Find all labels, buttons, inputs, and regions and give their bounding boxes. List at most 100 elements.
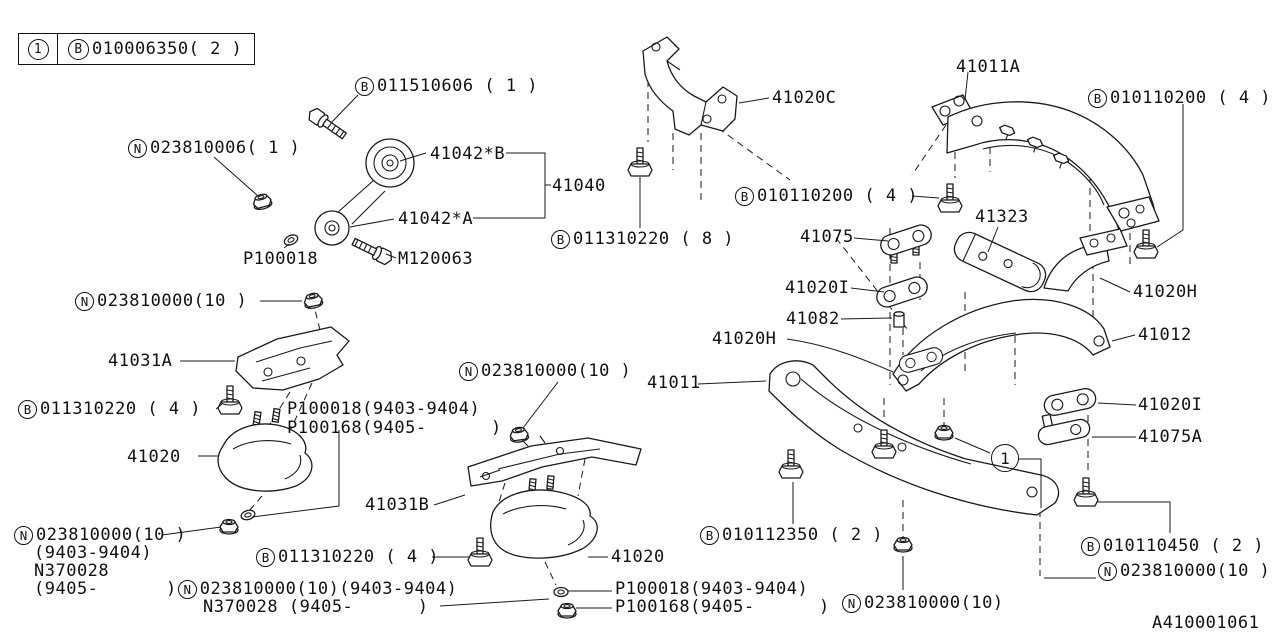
part-label-24: P100018(9403-9404) (287, 400, 480, 419)
part-number-text: 41040 (552, 176, 606, 196)
part-label-17: 41020H (1133, 283, 1197, 302)
part-number-text: N370028 (9405- ) (203, 597, 429, 617)
drawing-41011 (768, 360, 1060, 553)
part-number-text: (9405- (34, 579, 99, 599)
part-label-20: 41031A (108, 352, 172, 371)
part-number-text: P100168(9405- ) (287, 418, 502, 438)
part-label-40: P100018(9403-9404) (615, 580, 808, 599)
part-number-text: P100168(9405- ) (615, 597, 830, 617)
nut-symbol-icon: N (128, 139, 147, 158)
part-label-28: 41075A (1138, 428, 1202, 447)
part-number-text: 41031A (108, 351, 173, 371)
part-label-27: 41020I (1138, 396, 1202, 415)
part-label-6: M120063 (398, 250, 473, 269)
part-label-9: 41011A (956, 58, 1020, 77)
nut-symbol-icon: N (177, 580, 197, 599)
bolt-symbol-icon: B (18, 400, 37, 419)
part-number-text: 41020H (1133, 282, 1198, 302)
part-label-14: 41020I (785, 279, 849, 298)
part-label-18: 41012 (1138, 326, 1192, 345)
part-label-22: 41011 (647, 374, 701, 393)
part-number-text: 41020I (785, 278, 850, 298)
part-number-text: 010110200 ( 4 ) (757, 186, 919, 206)
part-number-text: 023810000(10) (864, 593, 1004, 613)
bolt-symbol-icon: B (1081, 537, 1100, 556)
part-label-3: 41040 (552, 177, 606, 196)
part-label-16: 41020H (712, 330, 776, 349)
part-label-7: 41020C (772, 89, 836, 108)
part-number-text: M120063 (398, 249, 474, 269)
part-number-text: 41020 (127, 447, 181, 467)
part-number-text: 41012 (1138, 325, 1192, 345)
part-number-text: 011310220 ( 4 ) (278, 547, 440, 567)
diagram-id: A410001061 (1152, 613, 1260, 633)
part-number-text: 41042*A (398, 209, 474, 229)
part-number-text: 41020C (772, 88, 837, 108)
part-number-text: 41031B (365, 495, 430, 515)
part-number-text: 023810000(10 ) (36, 525, 187, 545)
nut-symbol-icon: N (459, 362, 478, 381)
label-paren: ) (166, 579, 177, 599)
drawing-41323 (953, 231, 1047, 293)
bolt-symbol-icon: B (1088, 89, 1107, 108)
part-number-text: 41075A (1138, 427, 1203, 447)
part-number-text: 41011 (647, 373, 701, 393)
drawing-41075-stack (873, 221, 935, 328)
part-label-41: P100168(9405- ) (615, 598, 830, 617)
part-label-31: 41020 (611, 548, 665, 567)
part-number-text: 023810000(10 ) (1120, 561, 1271, 581)
part-number-text: 41082 (786, 309, 840, 329)
legend-box: 1 B 010006350( 2 ) (18, 33, 256, 65)
part-number-text: 023810000(10 ) (481, 361, 632, 381)
bolt-symbol-icon: B (551, 230, 570, 249)
drawing-41020c (627, 36, 738, 177)
part-number-text: P100018(9403-9404) (287, 399, 481, 419)
part-number-text: 023810006( 1 ) (150, 138, 301, 158)
part-number-text: 41020H (712, 329, 777, 349)
part-number-text: 010110200 ( 4 ) (1110, 88, 1272, 108)
drawing-41031b-41020 (467, 425, 642, 619)
part-number-text: 010110450 ( 2 ) (1103, 536, 1265, 556)
part-number-text: 41075 (800, 227, 854, 247)
leader-lines (161, 71, 1184, 609)
nut-symbol-icon: N (14, 526, 33, 545)
legend-part-cell: B 010006350( 2 ) (58, 34, 254, 64)
part-label-29: 41031B (365, 496, 429, 515)
drawing-41031a-41020 (217, 291, 350, 535)
part-label-2: 41042*B (430, 145, 505, 164)
part-number-text: 41011A (956, 57, 1021, 77)
part-number-text: 41323 (975, 207, 1029, 227)
part-number-text: P100018 (243, 249, 319, 269)
part-label-25: P100168(9405- ) (287, 419, 502, 438)
callout-1-marker: 1 (991, 444, 1019, 472)
part-label-35: (9403-9404) (34, 544, 152, 563)
bolt-symbol-icon: B (68, 38, 89, 60)
part-number-text: 023810000(10)(9403-9404) (199, 579, 458, 599)
part-number-text: P100018(9403-9404) (615, 579, 809, 599)
legend-ref-cell: 1 (19, 34, 58, 64)
bolt-symbol-icon: B (355, 77, 374, 96)
part-label-12: 41323 (975, 208, 1029, 227)
part-number-text: 023810000(10 ) (97, 291, 248, 311)
part-label-5: P100018 (243, 250, 318, 269)
bolt-symbol-icon: B (700, 526, 719, 545)
legend-part-number: 010006350( 2 ) (92, 39, 243, 59)
part-label-13: 41075 (800, 228, 854, 247)
